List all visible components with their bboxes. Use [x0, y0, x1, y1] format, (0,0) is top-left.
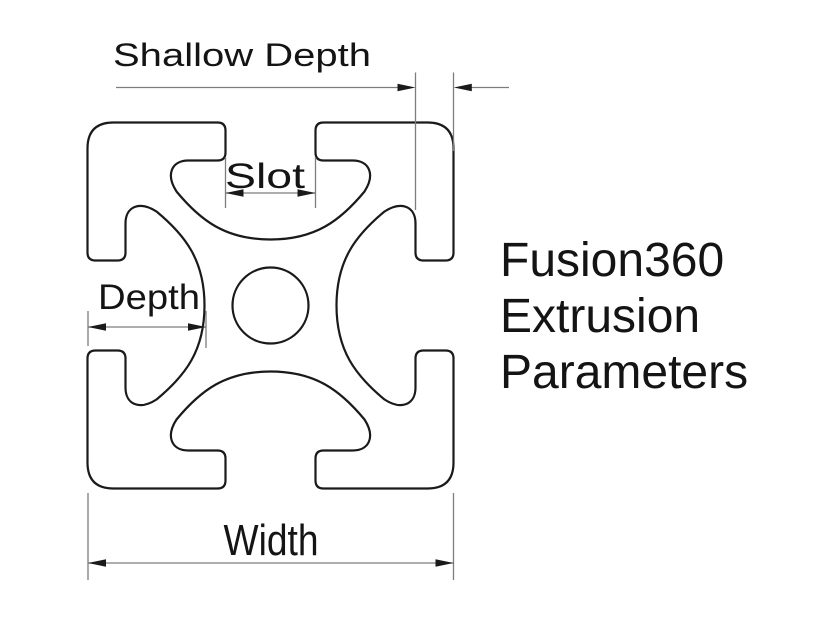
slot-arrowhead-right-icon	[297, 189, 316, 197]
width-arrowhead-right-icon	[435, 559, 454, 567]
dimension-lines	[87, 72, 509, 580]
slot-arrowhead-left-icon	[225, 189, 244, 197]
width-arrowhead-left-icon	[88, 559, 106, 567]
depth-label: Depth	[98, 278, 200, 317]
center-bore-circle	[231, 266, 310, 345]
shallow-depth-arrowhead-left-icon	[453, 83, 472, 92]
width-label: Width	[224, 516, 319, 565]
dimension-labels: Shallow Depth Slot Depth Width	[98, 37, 371, 565]
title-line-1: Fusion360	[500, 234, 724, 287]
title-line-3: Parameters	[500, 346, 748, 399]
dimension-arrowheads	[88, 83, 472, 567]
title-block: Fusion360 Extrusion Parameters	[500, 234, 748, 399]
slot-label: Slot	[225, 157, 305, 196]
extrusion-profile	[86, 121, 455, 490]
depth-arrowhead-left-icon	[88, 323, 106, 331]
extrusion-outline	[86, 121, 455, 490]
shallow-depth-arrowhead-right-icon	[397, 83, 416, 92]
depth-arrowhead-right-icon	[188, 323, 206, 331]
title-line-2: Extrusion	[500, 290, 700, 343]
shallow-depth-label: Shallow Depth	[113, 37, 371, 73]
